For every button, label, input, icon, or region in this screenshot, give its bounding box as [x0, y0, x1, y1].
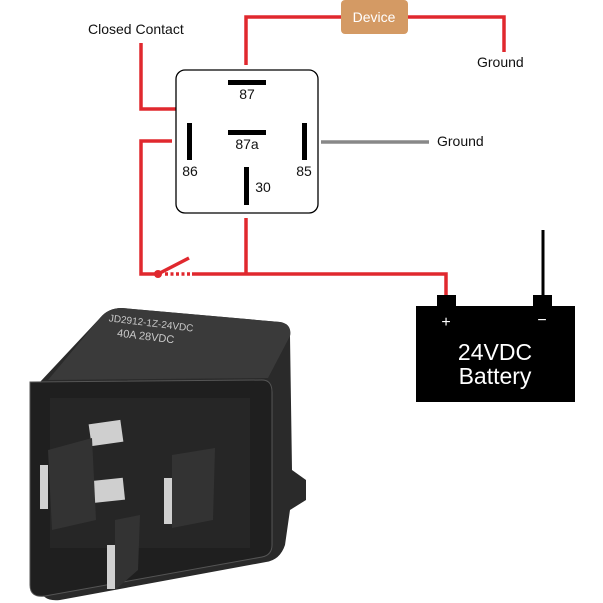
battery-positive-terminal	[437, 295, 456, 307]
pin-87a-label: 87a	[235, 136, 259, 152]
pin-30-label: 30	[255, 179, 271, 195]
terminal-85-tab	[172, 448, 215, 528]
pin-85-label: 85	[296, 163, 312, 179]
wire-86-to-switch	[139, 139, 172, 276]
battery-negative-terminal	[533, 295, 552, 307]
switch-lever	[157, 256, 190, 276]
pin-86-bar	[187, 123, 192, 160]
wire-87-to-device	[244, 15, 342, 65]
battery-plus-sign: +	[441, 314, 450, 331]
ground-label-device: Ground	[477, 54, 524, 70]
terminal-85	[164, 478, 172, 524]
terminal-30	[107, 545, 115, 589]
terminal-87	[88, 419, 124, 447]
switch-pivot	[154, 270, 162, 278]
pin-87-bar	[228, 80, 266, 85]
relay-schematic: 87 87a 86 85 30	[175, 69, 319, 214]
pin-87a-bar	[228, 130, 266, 135]
battery-voltage: 24VDC	[458, 339, 532, 365]
closed-contact-label: Closed Contact	[88, 21, 184, 37]
pin-87-label: 87	[239, 86, 255, 102]
terminal-86	[40, 465, 48, 509]
device-label: Device	[353, 9, 396, 25]
ground-label-85: Ground	[437, 133, 484, 149]
pin-85-bar	[302, 123, 307, 160]
wire-device-to-ground	[406, 15, 506, 52]
battery: + − 24VDC Battery	[416, 295, 575, 402]
terminal-30-tab	[115, 515, 140, 590]
relay-photo: JD2912-1Z-24VDC 40A 28VDC	[29, 308, 306, 601]
battery-label: Battery	[459, 363, 532, 389]
battery-minus-sign: −	[537, 312, 546, 329]
pin-30-bar	[244, 167, 249, 205]
terminal-86-tab	[48, 438, 96, 530]
pin-86-label: 86	[182, 163, 198, 179]
device-box: Device	[341, 0, 408, 34]
wire-main-positive	[192, 272, 448, 297]
